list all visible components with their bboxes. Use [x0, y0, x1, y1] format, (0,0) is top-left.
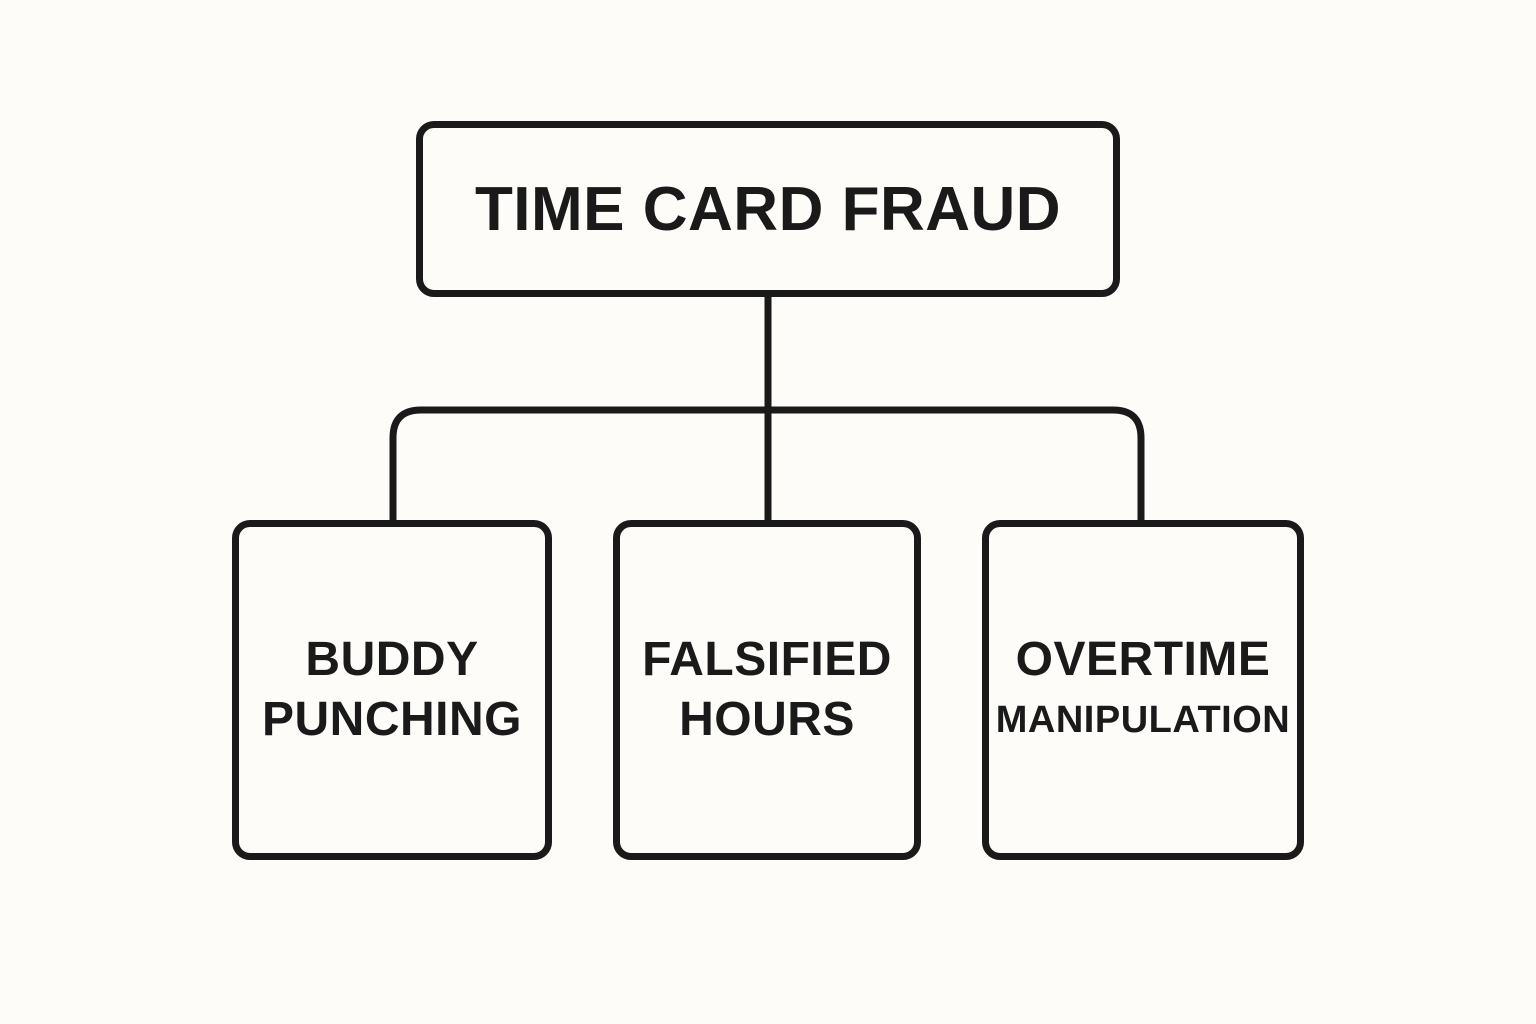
child-label-line2: HOURS [679, 693, 855, 746]
branch-line [389, 406, 1145, 520]
child-label-line1: OVERTIME [1015, 633, 1271, 686]
child-node-buddy-punching: BUDDY PUNCHING [232, 520, 552, 860]
child-label-line2: MANIPULATION [995, 699, 1291, 741]
root-label: TIME CARD FRAUD [474, 174, 1062, 244]
child-node-overtime-manipulation: OVERTIME MANIPULATION [982, 520, 1304, 860]
child-label-line1: FALSIFIED [642, 633, 892, 686]
root-node-time-card-fraud: TIME CARD FRAUD [416, 121, 1120, 297]
child-label-line2: PUNCHING [261, 693, 522, 746]
child-label-line1: BUDDY [305, 633, 479, 686]
child-node-falsified-hours: FALSIFIED HOURS [613, 520, 921, 860]
